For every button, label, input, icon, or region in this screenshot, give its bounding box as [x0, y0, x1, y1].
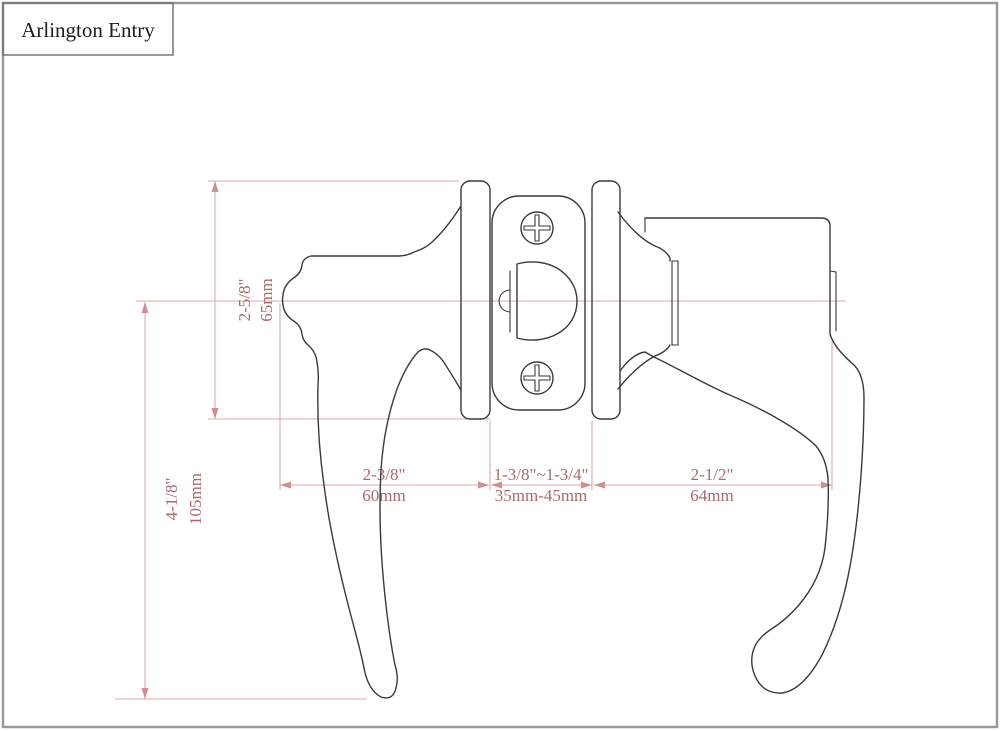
label-rose-diameter-inches: 2-5/8" [235, 279, 254, 322]
label-door-thickness-mm: 35mm-45mm [495, 486, 588, 505]
label-left-projection-mm: 60mm [362, 486, 405, 505]
right-rose-edge [591, 180, 621, 420]
dimension-lines [115, 180, 846, 700]
screw-bottom-icon [520, 361, 554, 395]
label-left-projection-inches: 2-3/8" [363, 465, 406, 484]
arrow-up-icon [211, 181, 219, 192]
arrow-down-icon [211, 408, 219, 419]
arrow-left-icon [280, 481, 291, 489]
label-lever-drop-inches: 4-1/8" [162, 478, 181, 521]
label-rose-diameter-mm: 65mm [257, 278, 276, 321]
arrow-right-icon [821, 481, 832, 489]
label-door-thickness-inches: 1-3/8"~1-3/4" [494, 465, 589, 484]
latch-faceplate [491, 195, 586, 411]
arrow-up-icon [141, 302, 149, 313]
left-rose-edge [460, 180, 491, 420]
latch-bolt [516, 261, 578, 341]
right-end-strip [829, 270, 837, 332]
arrow-right-icon [478, 481, 489, 489]
phillips-cross-bottom-icon [523, 364, 551, 392]
label-lever-drop-mm: 105mm [186, 473, 205, 525]
right-collar-bottom [617, 344, 671, 390]
right-lever-outline [619, 217, 865, 694]
right-collar-top [617, 211, 671, 262]
label-right-projection-inches: 2-1/2" [691, 465, 734, 484]
phillips-cross-top-icon [523, 214, 551, 242]
arrow-down-icon [141, 688, 149, 699]
lever-handleset-drawing [281, 180, 865, 699]
label-right-projection-mm: 64mm [690, 486, 733, 505]
arrow-left-icon [594, 481, 605, 489]
left-lever-outline [281, 205, 462, 699]
title-block-box [2, 2, 174, 56]
arrow-right-icon [581, 481, 592, 489]
dimension-labels: 2-5/8" 65mm 4-1/8" 105mm 2-3/8" 60mm 1-3… [162, 278, 734, 525]
arrow-left-icon [491, 481, 502, 489]
deadlatch-plunger [498, 289, 511, 313]
drawing-title: Arlington Entry [21, 18, 155, 42]
screw-top-icon [520, 211, 554, 245]
